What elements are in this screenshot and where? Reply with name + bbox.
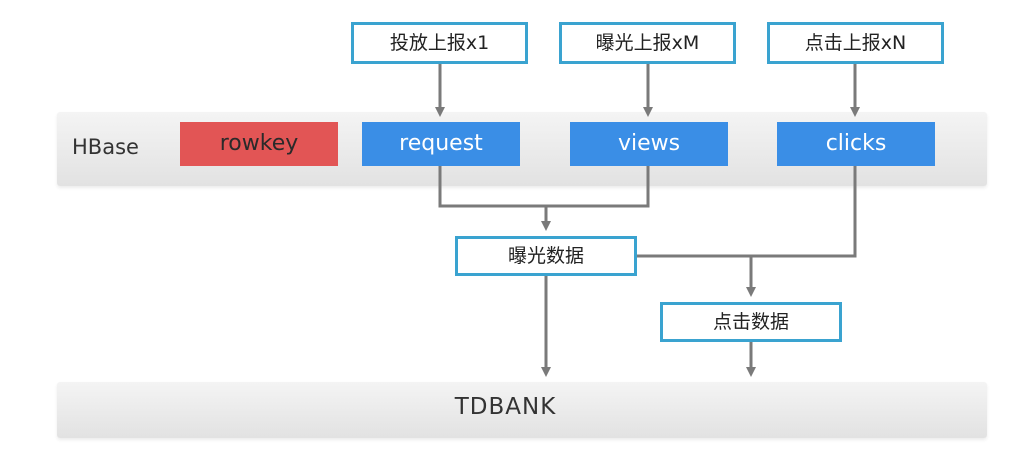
- impression-report-box: 曝光上报xM: [559, 22, 736, 64]
- serve-report-box: 投放上报x1: [351, 22, 528, 64]
- exposure-data-box: 曝光数据: [455, 236, 637, 276]
- connector-clicks-down: [637, 166, 857, 258]
- request-field: request: [362, 122, 520, 166]
- click-report-box: 点击上报xN: [767, 22, 944, 64]
- rowkey-field: rowkey: [180, 122, 338, 166]
- connector-request-views-merge: [438, 166, 650, 208]
- click-data-box: 点击数据: [660, 302, 842, 342]
- tdbank-band: [57, 382, 987, 438]
- views-field: views: [570, 122, 728, 166]
- tdbank-label: TDBANK: [454, 394, 557, 420]
- clicks-field: clicks: [777, 122, 935, 166]
- hbase-label: HBase: [72, 135, 139, 159]
